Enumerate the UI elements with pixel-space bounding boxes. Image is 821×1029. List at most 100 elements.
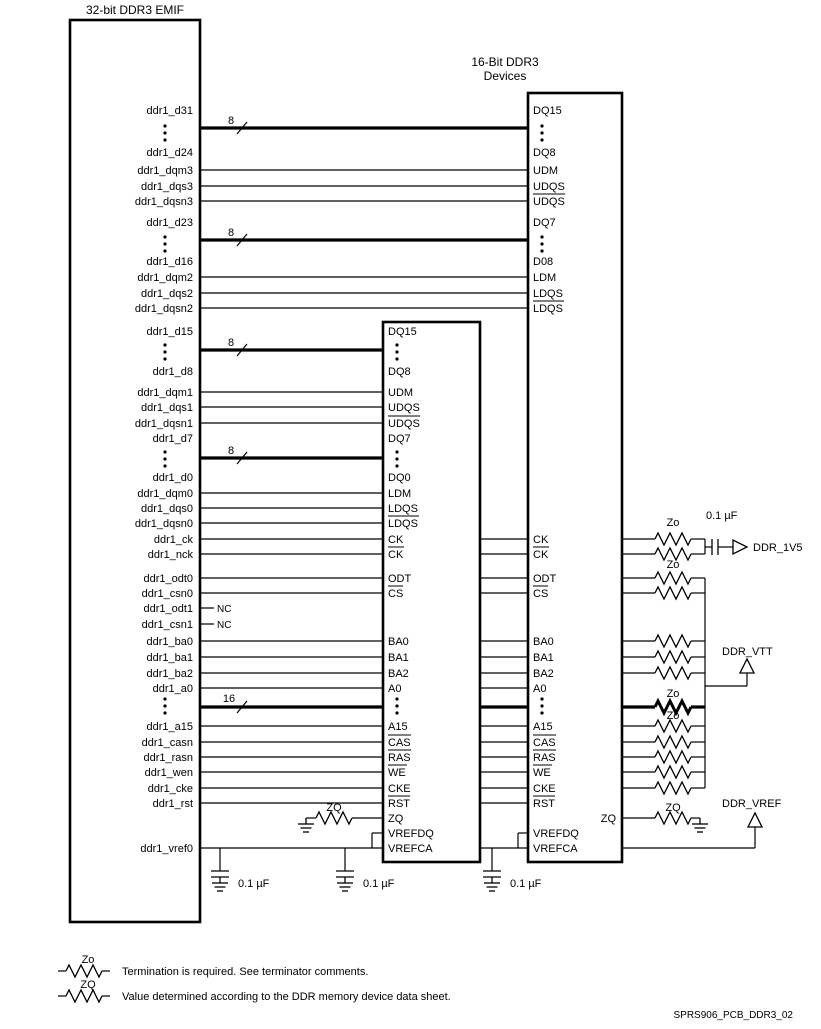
zo-label-cmd: Zo	[667, 710, 680, 722]
bus-width-8-label-4: 8	[228, 445, 234, 457]
pin-ddr1_csn1: ddr1_csn1	[142, 619, 193, 631]
zo-label-odt-cs: Zo	[667, 559, 680, 571]
resistor-icon-ck	[654, 532, 692, 546]
mid-pin-vrefdq: VREFDQ	[388, 828, 434, 840]
right-pin-zq: ZQ	[601, 813, 617, 825]
right-ddr3-device-box	[526, 91, 624, 864]
resistor-icon-ras	[654, 750, 692, 764]
mid-pin-ba0: BA0	[388, 636, 409, 648]
mid-pin-ck: CK	[388, 534, 404, 546]
mid-pin-vrefca: VREFCA	[388, 843, 433, 855]
mid-pin-udqsn: UDQS	[388, 418, 420, 430]
right-pin-ba2: BA2	[533, 668, 554, 680]
pin-ddr1_wen: ddr1_wen	[145, 767, 193, 779]
right-pin-ba1: BA1	[533, 652, 554, 664]
resistor-icon-cs	[654, 586, 692, 600]
ground-icon-cap2	[336, 876, 354, 892]
mid-pin-wen: WE	[388, 767, 406, 779]
cap-label-vref2: 0.1 µF	[363, 878, 395, 890]
mid-pin-dq0: DQ0	[388, 472, 411, 484]
pin-ddr1_dqm2: ddr1_dqm2	[137, 272, 193, 284]
pin-ddr1_dqm0: ddr1_dqm0	[137, 488, 193, 500]
right-pin-udqs: UDQS	[533, 181, 565, 193]
capacitor-icon-vref1	[210, 870, 230, 878]
zo-label-ck: Zo	[667, 517, 680, 529]
pin-ddr1_dqs3: ddr1_dqs3	[141, 181, 193, 193]
mid-pin-udqs: UDQS	[388, 402, 420, 414]
devices-title-line2: Devices	[484, 69, 527, 83]
mid-pin-ldqsn: LDQS	[388, 518, 418, 530]
bus-width-16-label: 16	[223, 693, 235, 705]
pin-ddr1_d0: ddr1_d0	[153, 472, 193, 484]
net-arrow-icon-ddr-1v5	[732, 538, 749, 556]
pin-ddr1_nck: ddr1_nck	[148, 549, 194, 561]
right-pin-ck: CK	[533, 534, 549, 546]
pin-ddr1_dqs2: ddr1_dqs2	[141, 288, 193, 300]
mid-pin-dq8: DQ8	[388, 366, 411, 378]
pin-ddr1_rasn: ddr1_rasn	[143, 752, 193, 764]
zq-label-mid: ZQ	[326, 802, 342, 814]
right-pin-csn: CS	[533, 588, 548, 600]
pin-ddr1_dqsn3: ddr1_dqsn3	[135, 196, 193, 208]
zq-label-right: ZQ	[665, 802, 681, 814]
resistor-icon-cke	[654, 781, 692, 795]
right-pin-vrefca: VREFCA	[533, 843, 578, 855]
capacitors	[210, 539, 719, 878]
net-label-ddr-vref: DDR_VREF	[722, 798, 782, 810]
mid-pin-a15: A15	[388, 721, 408, 733]
resistor-icon-ba0	[654, 634, 692, 648]
mid-pin-odt: ODT	[388, 573, 412, 585]
right-pin-dq8: DQ8	[533, 147, 556, 159]
right-pin-dq7: DQ7	[533, 217, 556, 229]
zo-label-address-bus: Zo	[667, 688, 680, 700]
mid-pin-cke: CKE	[388, 783, 411, 795]
net-arrow-icon-ddr-vtt	[738, 657, 756, 674]
devices-title-line1: 16-Bit DDR3	[471, 55, 539, 69]
bus-width-8-label-1: 8	[228, 115, 234, 127]
mid-pin-ba1: BA1	[388, 652, 409, 664]
pin-ddr1_odt1: ddr1_odt1	[143, 603, 193, 615]
pin-ddr1_d31: ddr1_d31	[147, 105, 194, 117]
legend-zq-text: Value determined according to the DDR me…	[122, 991, 451, 1003]
net-label-ddr-vtt: DDR_VTT	[722, 646, 773, 658]
pin-ddr1_dqm3: ddr1_dqm3	[137, 165, 193, 177]
mid-pin-dq15: DQ15	[388, 326, 417, 338]
pin-ddr1_rst: ddr1_rst	[153, 798, 193, 810]
right-pin-casn: CAS	[533, 737, 556, 749]
pin-ddr1_d16: ddr1_d16	[147, 256, 194, 268]
pin-ddr1_d7: ddr1_d7	[153, 433, 193, 445]
mid-pin-ldm: LDM	[388, 488, 411, 500]
figure-id: SPRS906_PCB_DDR3_02	[673, 1010, 793, 1021]
ellipsis-dots	[163, 124, 544, 715]
legend-zq-symbol-label: ZQ	[80, 979, 96, 991]
cap-label-vref1: 0.1 µF	[238, 878, 270, 890]
capacitor-icon-vref2	[335, 870, 355, 878]
net-label-ddr-1v5: DDR_1V5	[753, 542, 803, 554]
pin-ddr1_ba2: ddr1_ba2	[147, 668, 194, 680]
pin-ddr1_a15: ddr1_a15	[147, 721, 194, 733]
mid-pin-ba2: BA2	[388, 668, 409, 680]
emif-box	[68, 18, 202, 924]
right-pin-ldqs: LDQS	[533, 288, 563, 300]
pin-ddr1_casn: ddr1_casn	[142, 737, 193, 749]
mid-pin-rstn: RST	[388, 798, 410, 810]
pin-ddr1_vref0: ddr1_vref0	[140, 843, 193, 855]
mid-pin-zq: ZQ	[388, 813, 404, 825]
right-pin-ldqsn: LDQS	[533, 303, 563, 315]
pin-ddr1_d23: ddr1_d23	[147, 217, 194, 229]
right-pin-udm: UDM	[533, 165, 558, 177]
pin-ddr1_dqs0: ddr1_dqs0	[141, 503, 193, 515]
pin-ddr1_d24: ddr1_d24	[147, 147, 194, 159]
right-pin-rstn: RST	[533, 798, 555, 810]
component-boxes	[68, 18, 624, 924]
right-pin-rasn: RAS	[533, 752, 556, 764]
right-pin-wen: WE	[533, 767, 551, 779]
pin-ddr1_dqsn0: ddr1_dqsn0	[135, 518, 193, 530]
signal-wires	[58, 169, 756, 997]
resistor-icon-cas	[654, 735, 692, 749]
right-pin-ckn: CK	[533, 549, 549, 561]
ground-icon-zq-mid	[297, 817, 315, 833]
nc-label-csn1: NC	[217, 620, 231, 631]
